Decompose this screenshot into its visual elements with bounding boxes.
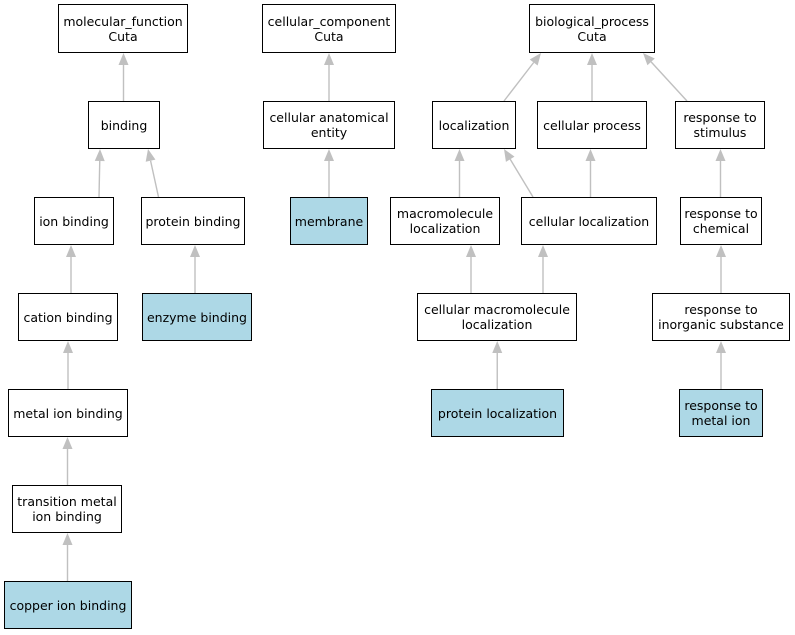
node-cellular-localization[interactable]: cellular localization [521, 197, 657, 245]
node-label: cellular macromolecule localization [424, 302, 570, 332]
node-label: cation binding [23, 309, 113, 325]
arrowhead-cellular_localization-to-localization [504, 149, 515, 162]
arrowhead-copper_ion_binding-to-transition_metal_ion_binding [62, 533, 73, 545]
arrowhead-response_to_stimulus-to-biological_process [643, 53, 655, 66]
arrowhead-localization-to-biological_process [529, 53, 541, 66]
arrowhead-cellular_macromolecule_localization-to-macromolecule_localization [466, 245, 476, 257]
node-label: cellular anatomical entity [269, 110, 389, 140]
edge-protein_binding-to-binding [149, 160, 160, 198]
node-response-to-chemical[interactable]: response to chemical [680, 197, 762, 245]
edge-ion_binding-to-binding [98, 160, 101, 198]
node-membrane[interactable]: membrane [290, 197, 368, 245]
node-cellular-process[interactable]: cellular process [537, 101, 647, 149]
node-label: localization [438, 117, 510, 133]
node-cellular-anatomical-entity[interactable]: cellular anatomical entity [263, 101, 395, 149]
node-label: copper ion binding [9, 597, 127, 613]
node-enzyme-binding[interactable]: enzyme binding [142, 293, 252, 341]
node-ion-binding[interactable]: ion binding [34, 197, 114, 245]
node-label: cellular localization [528, 213, 650, 229]
arrowhead-macromolecule_localization-to-localization [454, 149, 465, 161]
node-protein-localization[interactable]: protein localization [431, 389, 564, 437]
arrowhead-ion_binding-to-binding [94, 149, 105, 162]
node-binding[interactable]: binding [88, 101, 160, 149]
node-label: response to inorganic substance [658, 302, 784, 332]
node-biological-process[interactable]: biological_process Cuta [529, 4, 655, 53]
node-label: cellular_component Cuta [267, 13, 391, 44]
node-label: membrane [294, 213, 364, 229]
edge-localization-to-biological_process [503, 62, 535, 102]
node-label: metal ion binding [13, 405, 123, 421]
node-label: response to stimulus [683, 110, 757, 140]
arrowhead-protein_localization-to-cellular_macromolecule_localization [492, 341, 503, 353]
arrowhead-cellular_localization-to-cellular_process [585, 149, 596, 161]
arrowhead-cellular_anatomical_entity-to-cellular_component [324, 53, 334, 65]
arrowhead-protein_binding-to-binding [145, 149, 156, 162]
node-protein-binding[interactable]: protein binding [141, 197, 245, 245]
arrowhead-cellular_macromolecule_localization-to-cellular_localization [538, 245, 548, 257]
node-label: transition metal ion binding [17, 494, 117, 524]
node-response-to-inorganic-substance[interactable]: response to inorganic substance [652, 293, 790, 341]
arrowhead-binding-to-molecular_function [118, 53, 129, 65]
node-label: molecular_function Cuta [63, 13, 183, 44]
node-label: macromolecule localization [396, 206, 494, 236]
edge-cellular_localization-to-localization [509, 158, 534, 198]
node-response-to-stimulus[interactable]: response to stimulus [675, 101, 765, 149]
node-label: enzyme binding [146, 309, 247, 325]
arrowhead-response_to_chemical-to-response_to_stimulus [715, 149, 726, 161]
node-localization[interactable]: localization [432, 101, 516, 149]
arrowhead-membrane-to-cellular_anatomical_entity [324, 149, 334, 161]
node-macromolecule-localization[interactable]: macromolecule localization [390, 197, 500, 245]
arrowhead-cellular_process-to-biological_process [587, 53, 597, 65]
node-label: protein binding [145, 213, 241, 229]
node-metal-ion-binding[interactable]: metal ion binding [8, 389, 128, 437]
node-cellular-macromolecule-localization[interactable]: cellular macromolecule localization [417, 293, 577, 341]
node-label: response to chemical [684, 206, 758, 236]
arrowhead-cation_binding-to-ion_binding [66, 245, 76, 257]
node-label: biological_process Cuta [535, 13, 649, 44]
node-label: cellular process [543, 117, 641, 133]
arrowhead-enzyme_binding-to-protein_binding [190, 245, 200, 257]
node-transition-metal-ion-binding[interactable]: transition metal ion binding [12, 485, 122, 533]
node-label: protein localization [437, 405, 558, 421]
arrowhead-metal_ion_binding-to-cation_binding [63, 341, 73, 353]
edge-response_to_stimulus-to-biological_process [650, 61, 688, 102]
arrowhead-response_to_inorganic_substance-to-response_to_chemical [716, 245, 726, 257]
arrowhead-transition_metal_ion_binding-to-metal_ion_binding [62, 437, 73, 449]
node-label: response to metal ion [684, 398, 758, 428]
node-label: ion binding [39, 213, 109, 229]
node-copper-ion-binding[interactable]: copper ion binding [4, 581, 132, 629]
node-response-to-metal-ion[interactable]: response to metal ion [679, 389, 763, 437]
node-cellular-component[interactable]: cellular_component Cuta [262, 4, 396, 53]
arrowhead-response_to_metal_ion-to-response_to_inorganic_substance [716, 341, 726, 353]
node-label: binding [100, 117, 148, 133]
node-molecular-function[interactable]: molecular_function Cuta [58, 4, 188, 53]
node-cation-binding[interactable]: cation binding [18, 293, 118, 341]
